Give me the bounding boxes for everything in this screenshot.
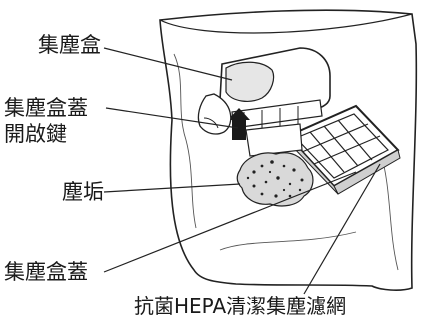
lid-release-button <box>228 108 250 140</box>
leader-dust-box-lid <box>103 171 357 273</box>
hand-outline <box>197 93 232 135</box>
dust-box-top-face <box>225 61 275 102</box>
label-lid-release-line2: 開啟鍵 <box>4 122 67 146</box>
leader-dirt <box>103 183 241 193</box>
label-dust-box: 集塵盒 <box>38 33 101 57</box>
label-dust-box-lid: 集塵盒蓋 <box>4 260 88 284</box>
leader-dust-box <box>103 47 233 81</box>
dust-box-lid <box>245 123 303 157</box>
label-lid-release-line1: 集塵盒蓋 <box>4 96 88 120</box>
dirt-clump <box>236 152 314 207</box>
bag-left-crease <box>173 53 197 229</box>
label-lid-release-button: 集塵盒蓋 開啟鍵 <box>4 95 88 147</box>
label-dirt: 塵垢 <box>62 180 104 204</box>
bag-top-fold <box>159 13 413 34</box>
label-hepa-filter: 抗菌HEPA清潔集塵濾網 <box>134 294 347 318</box>
leader-hepa-filter <box>303 163 381 295</box>
leader-lid-release <box>105 107 239 129</box>
